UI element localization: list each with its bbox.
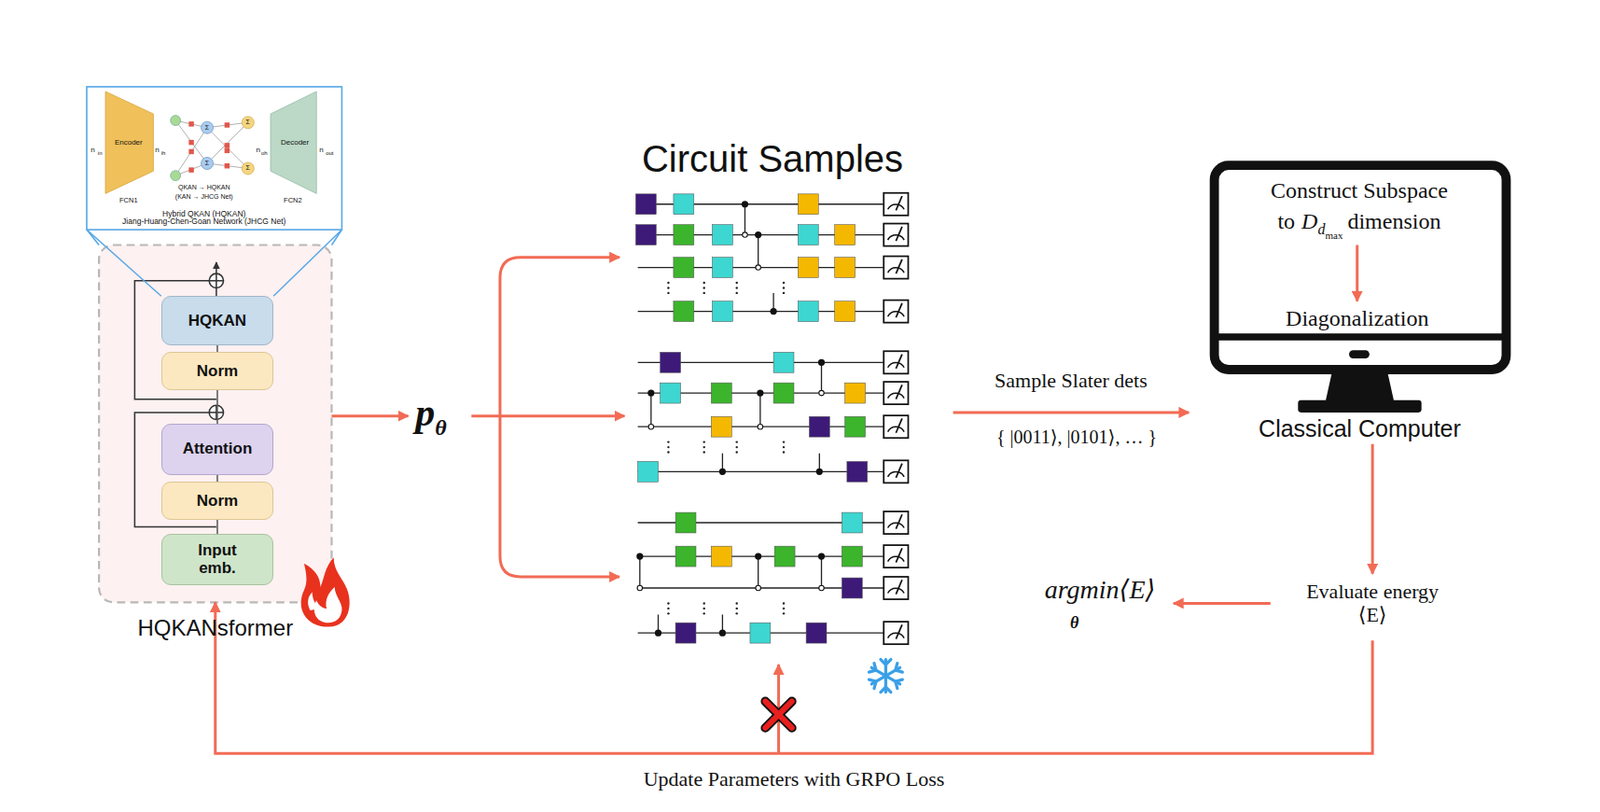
inset-panel: Hybrid QKAN (HQKAN)Jiang-Huang-Chen-Goan… [86, 86, 342, 230]
node-text: p [415, 390, 435, 434]
quantum-circuits [635, 193, 908, 644]
connector [216, 389, 219, 424]
model-frame: HQKANsformerHQKANNormAttentionNormInput … [98, 245, 332, 603]
label-text: in [97, 150, 103, 157]
label-text: n [154, 145, 159, 154]
connector [216, 345, 219, 353]
connector [1173, 601, 1271, 605]
label-text: ih [161, 150, 167, 157]
node-text: θ⃗ [434, 415, 464, 440]
kan-edge-functions [188, 121, 230, 173]
node-text: Diagonalization [1285, 306, 1429, 333]
energy-evaluation: Evaluate energy⟨E⟩ [1270, 573, 1475, 633]
label-text: n [90, 145, 95, 154]
circuit-samples: Circuit Samples [624, 138, 953, 664]
label-text: oh [261, 150, 268, 157]
encoder-block: EncoderFCN1 [105, 91, 154, 194]
node-text: Jiang-Huang-Chen-Goan Network (JHCG Net) [122, 218, 286, 228]
node-text: Evaluate energy [1306, 579, 1439, 603]
process-step: Diagonalization [1254, 301, 1460, 337]
label-text: n [255, 145, 260, 154]
text-row: toDdmax dimension [1277, 208, 1441, 241]
label-text: Σ [246, 118, 251, 126]
attention-box: Attention [161, 423, 274, 475]
label-text: (KAN → JHCG Net) [175, 193, 234, 201]
edge-label: Update Parameters with GRPO Loss [643, 767, 946, 791]
monitor-icon [1214, 165, 1507, 413]
kan-network [175, 120, 249, 176]
connector [215, 601, 1373, 753]
connector [471, 414, 625, 418]
node-text: ⟨E⟩ [1358, 602, 1388, 627]
label-text: Σ [205, 159, 209, 167]
fire-icon [301, 556, 350, 627]
node-text: Classical Computer [1258, 415, 1461, 443]
node-text: FCN1 [119, 196, 139, 206]
node-text: θ [1070, 612, 1079, 633]
node-text: Input emb. [184, 541, 251, 578]
node-text: HQKANsformer [137, 614, 293, 641]
decoder-block: DecoderFCN2 [270, 91, 317, 194]
label-text: Σ [246, 165, 251, 173]
hqkan-box: HQKAN [161, 295, 274, 346]
connector [216, 474, 219, 483]
node-text: Circuit Samples [641, 137, 904, 181]
norm-box: Norm [161, 481, 274, 519]
node-text: argmin⟨E⟩ [1044, 574, 1156, 605]
node-text: Norm [196, 361, 238, 381]
connector [86, 229, 342, 296]
text-row: pθ⃗ [415, 389, 464, 442]
connector [1355, 245, 1359, 302]
inset-frame [86, 86, 342, 230]
label-text: n [319, 145, 323, 154]
dashed-frame [98, 245, 332, 603]
node-text: dimension [1347, 208, 1441, 233]
node-text: Decoder [280, 139, 309, 148]
node-text: FCN2 [283, 196, 303, 206]
label-text: QKAN → HQKAN [178, 183, 231, 192]
connector [953, 410, 1190, 414]
process-step: Construct Subspace toDdmax dimension [1234, 173, 1485, 246]
connector [216, 519, 219, 534]
classical-computer: Classical Computer Construct Subspace toDd… [1188, 158, 1531, 445]
branch-arrows [500, 257, 780, 754]
snowflake-icon [869, 659, 904, 693]
node-text: Attention [182, 439, 253, 459]
node-text: HQKAN [188, 311, 247, 331]
label-text: { |0011⟩, |0101⟩, … } [996, 426, 1157, 447]
norm-box: Norm [161, 351, 274, 390]
objective-label: argmin⟨E⟩ θ [1010, 571, 1174, 644]
node-text: Construct Subspace [1270, 178, 1448, 205]
node-text: to [1277, 208, 1295, 233]
edge-label: Sample Slater dets [994, 369, 1148, 392]
connector [331, 414, 408, 418]
node-text: max [1324, 228, 1343, 240]
embedding-box: Input emb. [161, 533, 274, 585]
distribution-symbol: pθ⃗ [408, 392, 473, 439]
connector [1371, 444, 1375, 574]
node-text: Norm [196, 491, 238, 511]
blocked-mark [765, 700, 792, 727]
node-text: Encoder [114, 139, 143, 148]
node-text: D [1301, 208, 1318, 233]
label-text: Σ [205, 124, 209, 132]
label-text: out [325, 150, 334, 157]
node-text: d [1317, 220, 1325, 237]
